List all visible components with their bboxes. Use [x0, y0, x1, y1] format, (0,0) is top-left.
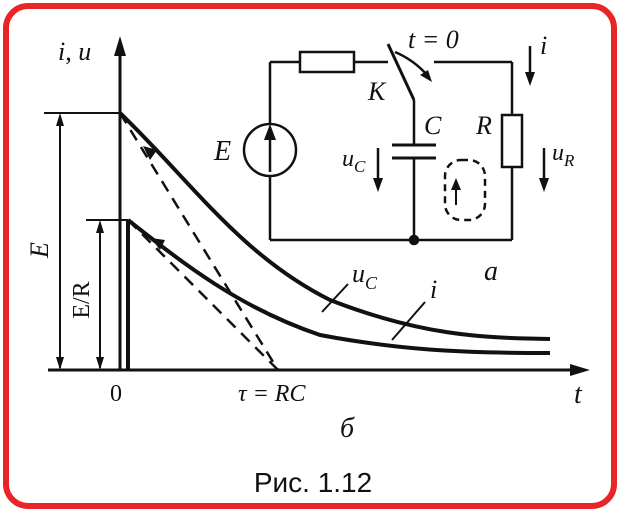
- graph: [44, 36, 590, 376]
- i-tangent: [127, 219, 279, 371]
- x-axis-label: t: [574, 379, 583, 410]
- i-leader: [391, 301, 426, 341]
- current-arrowhead: [525, 72, 535, 86]
- resistor-label: R: [475, 111, 492, 140]
- ur-label: uR: [552, 140, 575, 170]
- uc-label-sub: C: [354, 157, 366, 176]
- uc-curve-label-main: u: [352, 259, 365, 288]
- graph-panel-label: б: [340, 413, 355, 444]
- y-axis-arrow: [114, 36, 126, 56]
- er-dim-arrow-bottom: [96, 357, 104, 370]
- origin-label: 0: [110, 381, 122, 407]
- i-curve-label: i: [430, 275, 437, 304]
- resistor-r-symbol: [500, 113, 524, 169]
- er-dim-label: E/R: [69, 281, 95, 318]
- switch-blade: [386, 43, 416, 101]
- discharge-loop: [443, 158, 487, 222]
- source-e-arrowhead: [264, 124, 276, 140]
- uc-curve: [118, 111, 551, 341]
- ur-label-main: u: [552, 140, 564, 166]
- current-label: i: [540, 31, 547, 60]
- e-dim-arrow-top: [56, 113, 64, 126]
- y-axis-label: i, u: [58, 37, 91, 66]
- i-direction-arrow: [151, 238, 165, 250]
- tau-label: τ = RC: [238, 381, 306, 407]
- uc-label-main: u: [342, 146, 354, 172]
- uc-label: uC: [342, 146, 366, 176]
- series-element: [298, 50, 356, 74]
- circuit-panel-label: а: [484, 256, 498, 287]
- uc-arrowhead: [373, 178, 383, 192]
- uc-leader: [321, 283, 349, 313]
- switch-label: K: [367, 77, 387, 106]
- er-dim-arrow-top: [96, 220, 104, 233]
- uc-curve-label-sub: C: [365, 273, 378, 293]
- switch-time-label: t = 0: [408, 25, 459, 54]
- e-dim-arrow-bottom: [56, 357, 64, 370]
- uc-curve-label: uC: [352, 259, 378, 293]
- ur-arrowhead: [539, 178, 549, 192]
- source-label: E: [213, 136, 231, 167]
- uc-direction-arrow: [143, 146, 157, 160]
- ur-label-sub: R: [563, 151, 575, 170]
- x-axis-arrow: [570, 364, 590, 376]
- figure-caption: Рис. 1.12: [254, 467, 372, 498]
- e-dim-label: E: [25, 242, 54, 259]
- capacitor-label: C: [424, 111, 442, 140]
- circuit: [242, 43, 549, 246]
- uc-tangent: [118, 112, 280, 371]
- i-curve: [126, 218, 551, 355]
- switch-time-text: t = 0: [408, 25, 459, 54]
- figure-frame: [3, 3, 617, 509]
- switch-rotation-arrowhead: [420, 70, 432, 82]
- loop-arrowhead: [451, 178, 461, 190]
